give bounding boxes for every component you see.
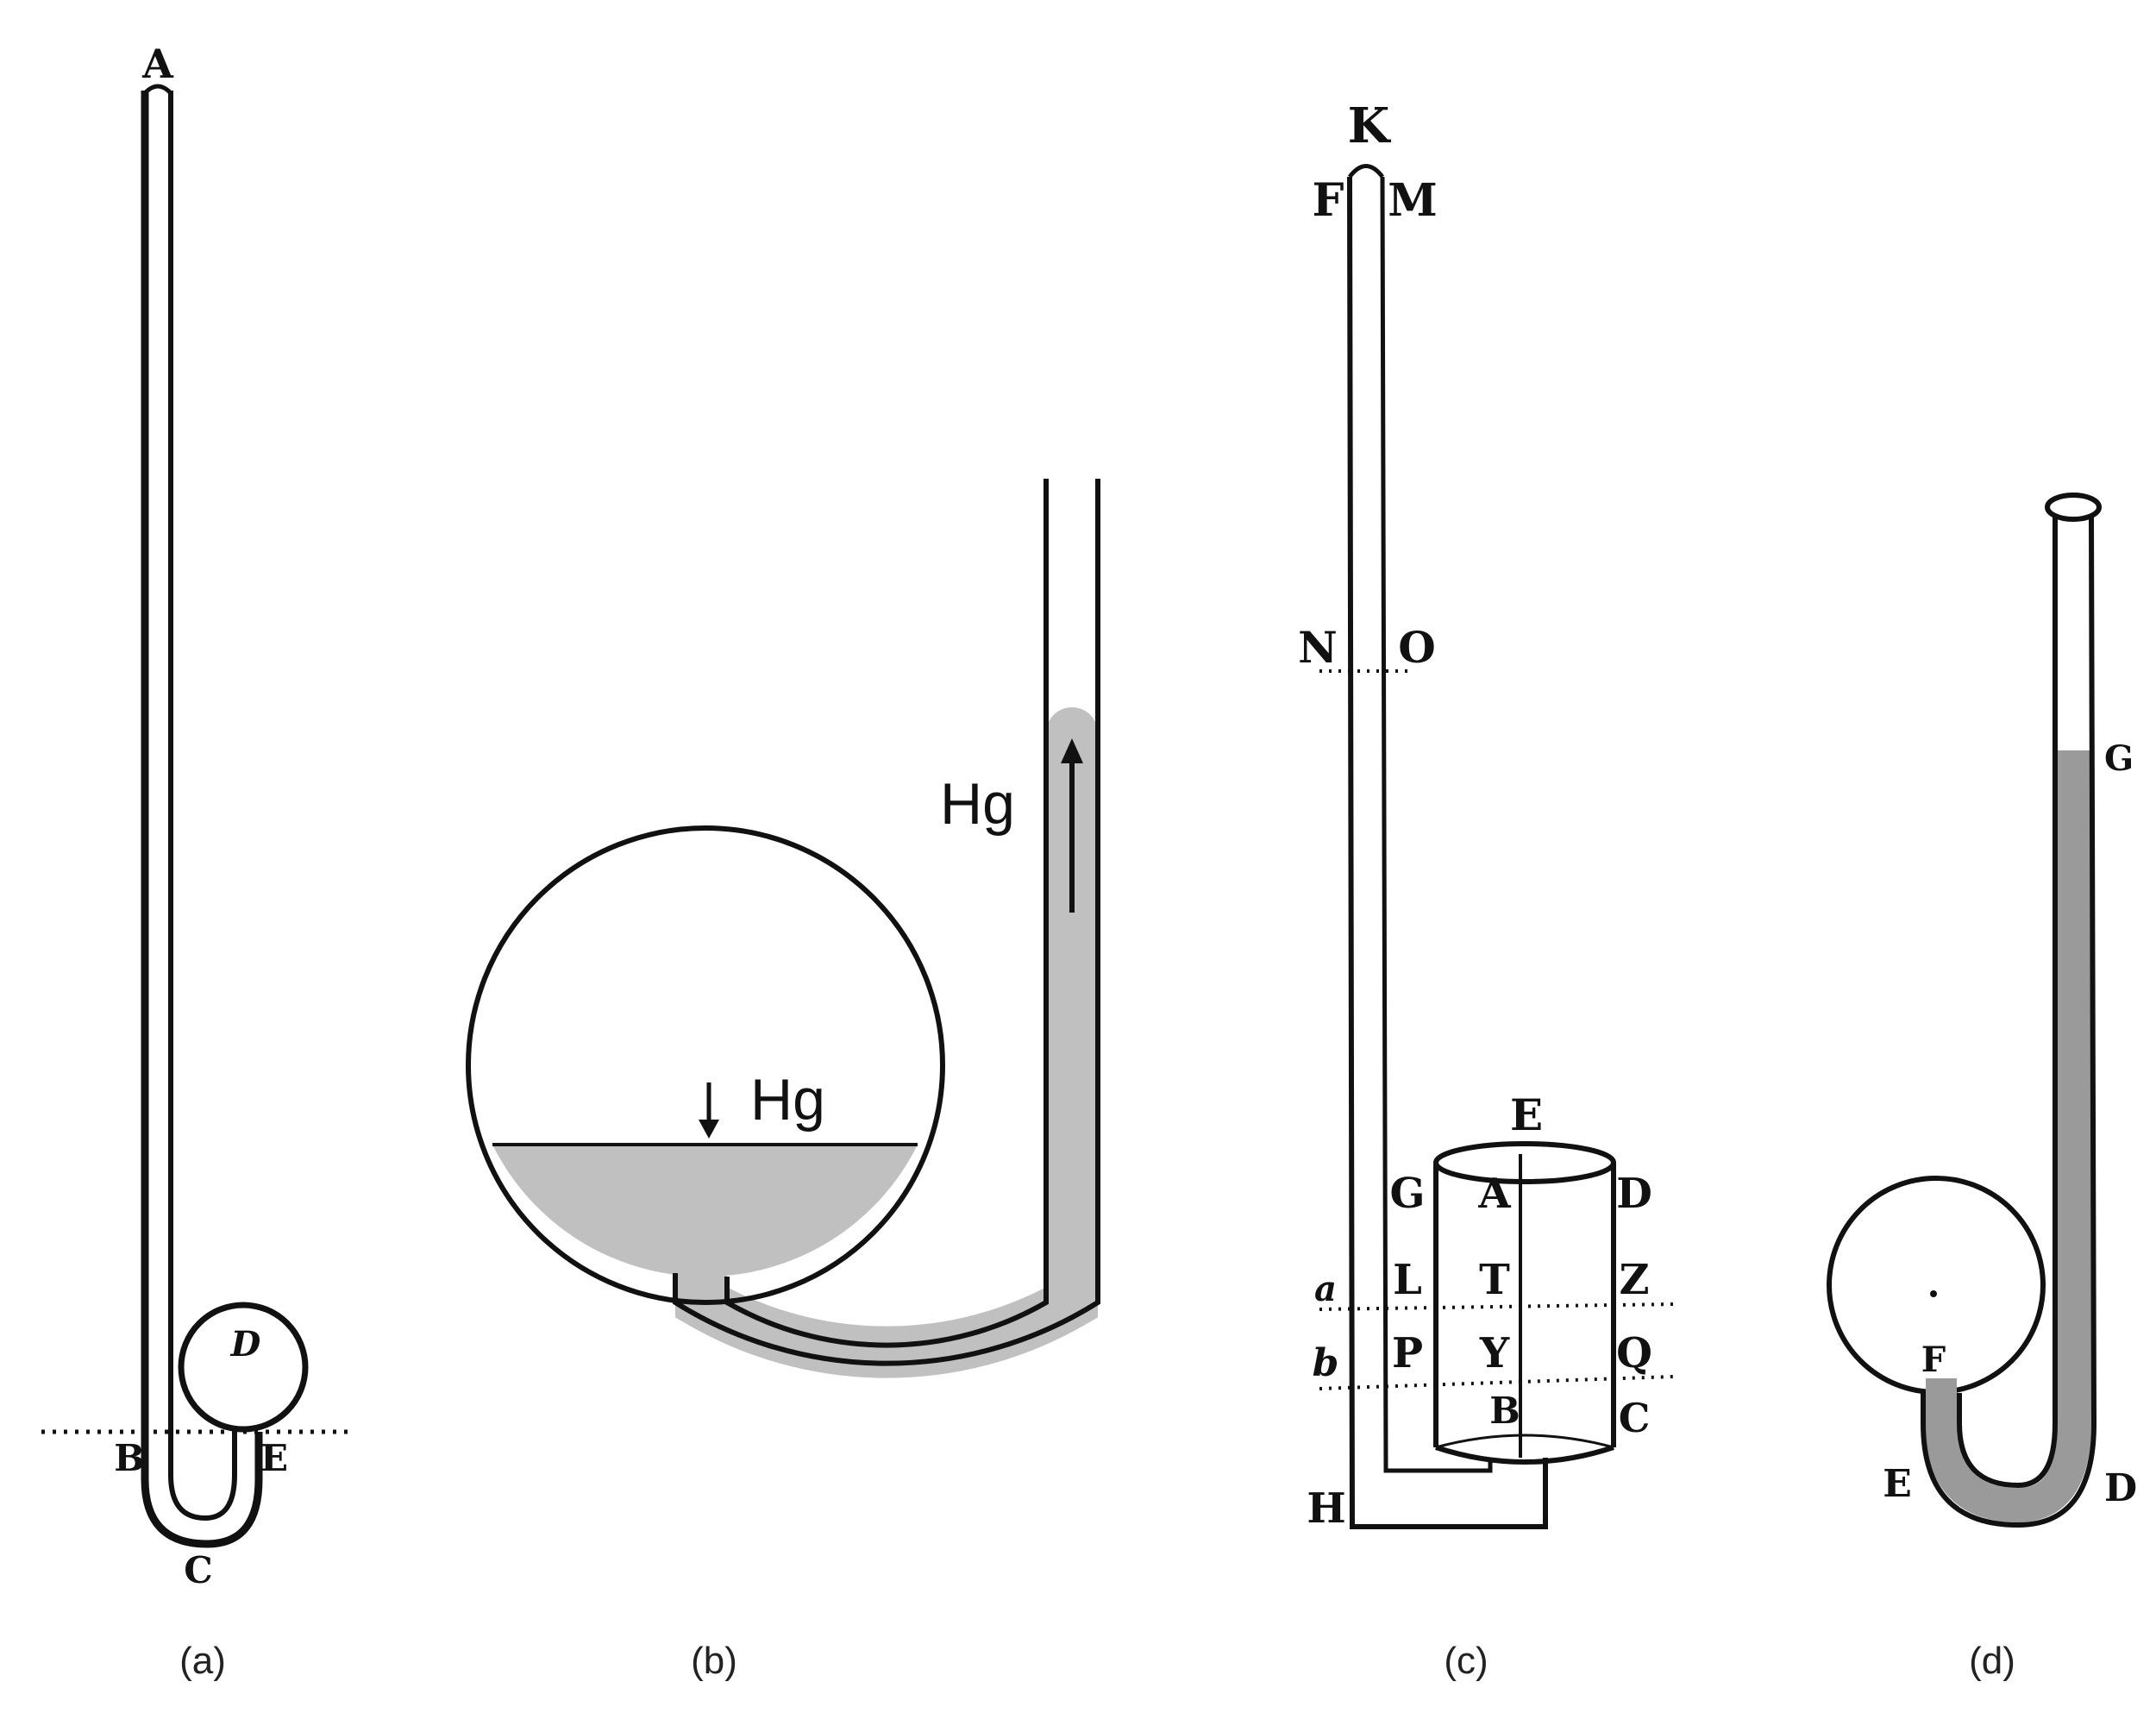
panel-c-label-b: b [1313, 1341, 1339, 1385]
panel-c-label-E: E [1510, 1089, 1543, 1140]
panel-d-label-D: D [2104, 1466, 2137, 1510]
panel-c-tube-outer-wall [1347, 176, 1548, 1529]
panel-c: K F M N O E G A D a L T Z b P Y Q B C H … [1298, 97, 1674, 1682]
panel-c-label-F: F [1313, 174, 1344, 227]
panel-c-label-H: H [1307, 1484, 1345, 1533]
panel-a-label-D: D [230, 1324, 261, 1365]
panel-c-label-M: M [1388, 174, 1438, 227]
panel-b-tube-inner-wall [724, 479, 1049, 1348]
panel-c-vessel-top [1433, 1141, 1616, 1184]
panel-b-tube-outer-wall [673, 479, 1100, 1366]
panel-c-label-O: O [1398, 622, 1436, 673]
panel-d-label-G: G [2104, 738, 2134, 779]
panel-c-label-A: A [1477, 1170, 1511, 1218]
panel-a-tube-inner-wall [168, 91, 237, 1522]
panel-b-hg-bulb-label: Hg [750, 1067, 825, 1133]
panel-c-label-Y: Y [1479, 1329, 1510, 1377]
panel-a-tube-top [143, 84, 172, 95]
panel-c-label-Q: Q [1616, 1329, 1652, 1377]
panel-c-tube-inner-wall [1380, 176, 1493, 1473]
panel-a-label-E: E [260, 1437, 288, 1479]
panel-c-label-a: a [1314, 1269, 1337, 1309]
panel-d-tube-top [2045, 493, 2102, 522]
panel-b-hg-tube-label: Hg [940, 771, 1015, 837]
panel-b: Hg Hg (b) [466, 479, 1100, 1682]
panel-a-tube-outer-wall [141, 91, 263, 1548]
panel-c-label-T: T [1479, 1256, 1510, 1304]
panel-b-neck-join [678, 1270, 724, 1287]
panel-d-mercury [1925, 750, 2091, 1523]
panel-c-level-b [1319, 1375, 1674, 1390]
panel-c-level-a [1319, 1302, 1674, 1311]
panel-c-label-B: B [1489, 1390, 1520, 1432]
panel-b-arrow-down-icon [699, 1082, 719, 1139]
panel-c-tube-top [1348, 164, 1384, 179]
panel-d-caption: (d) [1969, 1640, 2015, 1682]
panel-a-label-A: A [141, 41, 174, 87]
panel-c-label-N: N [1298, 622, 1338, 673]
panel-c-label-D: D [1616, 1170, 1652, 1218]
panel-c-label-G: G [1390, 1170, 1426, 1218]
panel-d-label-E: E [1883, 1462, 1912, 1506]
panel-a-label-B: B [114, 1437, 145, 1479]
panel-b-bulb [466, 825, 945, 1305]
panel-c-label-L: L [1393, 1256, 1422, 1304]
panel-d-neck [1926, 1378, 1957, 1404]
panel-a-label-C: C [184, 1549, 212, 1591]
panel-a: A D B E C (a) [41, 41, 355, 1682]
panel-b-arrow-up-icon [1061, 738, 1083, 913]
panel-c-vessel-bottom [1435, 1445, 1614, 1465]
panel-d-tube-inner-wall [1957, 518, 2058, 1489]
panel-c-label-K: K [1348, 97, 1392, 154]
panel-d: G F E D (d) [1827, 493, 2137, 1682]
panel-c-label-P: P [1392, 1329, 1423, 1377]
panel-c-label-Z: Z [1619, 1256, 1649, 1304]
panel-b-mercury-tube [675, 707, 1098, 1378]
panel-b-mercury-neck [675, 1208, 727, 1302]
panel-c-caption: (c) [1444, 1640, 1488, 1682]
panel-d-tube-outer-wall [1921, 517, 2097, 1528]
panel-c-vessel-bottom-rim [1435, 1434, 1614, 1449]
panel-c-label-C: C [1619, 1395, 1651, 1441]
panel-b-caption: (b) [691, 1640, 737, 1682]
panel-d-label-F: F [1921, 1340, 1946, 1380]
panel-a-bulb [178, 1302, 309, 1433]
panel-a-caption: (a) [179, 1640, 226, 1682]
panel-d-bulb-dot [1930, 1290, 1937, 1297]
